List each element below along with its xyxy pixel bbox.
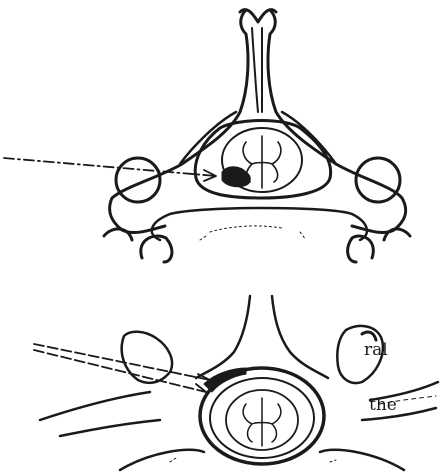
upper-spinal-canal bbox=[195, 121, 330, 199]
lower-grey-matter bbox=[243, 398, 281, 446]
lower-vertebra bbox=[40, 296, 438, 470]
upper-left-foramen bbox=[116, 158, 160, 202]
figure-label-bottom: the bbox=[369, 397, 397, 414]
lower-right-facet-shade bbox=[362, 332, 376, 340]
figure-label-top: ral bbox=[364, 342, 388, 359]
lower-left-facet bbox=[122, 332, 172, 383]
upper-lower-lobes bbox=[104, 229, 410, 262]
upper-vertebra bbox=[104, 10, 410, 262]
upper-spinous-inner bbox=[252, 28, 262, 112]
upper-lesion bbox=[222, 167, 250, 187]
upper-right-foramen bbox=[356, 158, 400, 202]
lower-spinous-process bbox=[196, 296, 328, 378]
lower-vertebral-body bbox=[120, 450, 404, 470]
lower-body-texture bbox=[170, 458, 336, 462]
upper-vertebral-body bbox=[152, 208, 367, 240]
upper-body-texture bbox=[200, 226, 306, 240]
lower-left-transverse bbox=[40, 392, 160, 436]
